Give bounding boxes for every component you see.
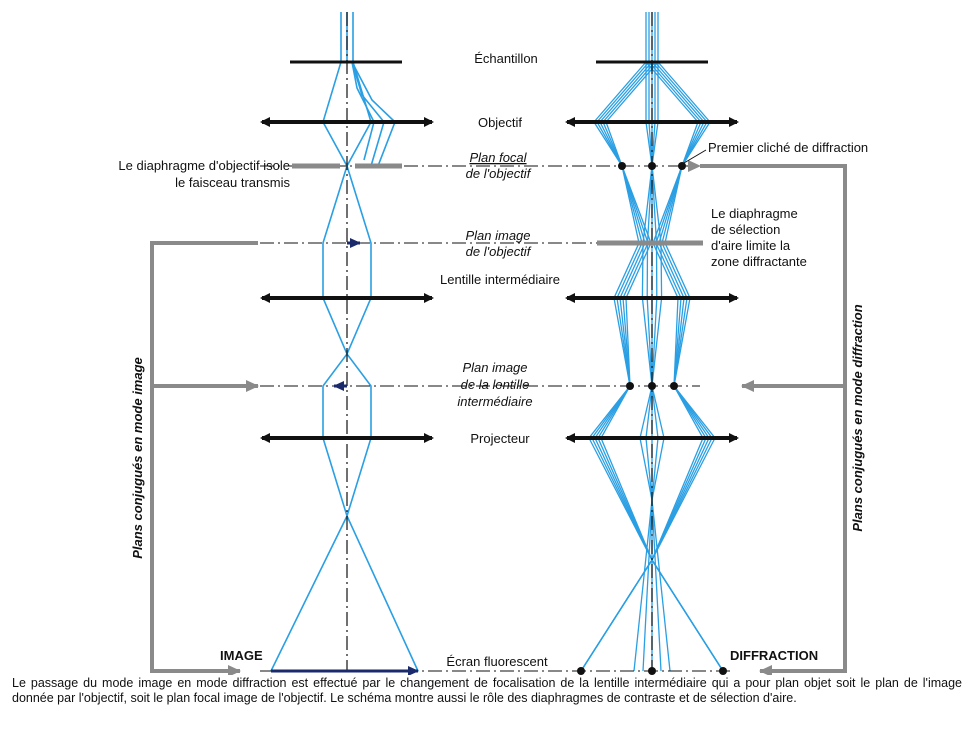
label-plans-mode-image: Plans conjugués en mode image (130, 357, 145, 559)
ray-right-c-1 (642, 12, 653, 672)
label-diaphragme-selection-3: d'aire limite la (711, 238, 791, 253)
label-plan-image-obj-2: de l'objectif (466, 244, 532, 259)
label-plan-image-lent-2: de la lentille (461, 377, 530, 392)
tem-diagram: Échantillon Objectif Plan focal de l'obj… (118, 12, 868, 675)
label-diaphragme-objectif-1: Le diaphragme d'objectif isole (118, 158, 290, 173)
label-plan-image-obj-1: Plan image (465, 228, 530, 243)
ray-right-r-0 (580, 61, 704, 672)
label-plans-mode-diffraction: Plans conjugués en mode diffraction (850, 304, 865, 531)
label-plan-image-lent-1: Plan image (462, 360, 527, 375)
ray-left-b (322, 12, 419, 672)
diffraction-mode-bracket (688, 160, 847, 675)
label-diaphragme-selection-2: de sélection (711, 222, 780, 237)
rays-image-mode (270, 12, 419, 672)
label-diaphragme-objectif-2: le faisceau transmis (175, 175, 290, 190)
figure-caption: Le passage du mode image en mode diffrac… (12, 676, 962, 705)
ray-right-r-3 (580, 61, 713, 672)
label-diaphragme-selection-1: Le diaphragme (711, 206, 798, 221)
image-mode-bracket (150, 241, 259, 675)
premier-cliche-pointer (683, 149, 707, 164)
apertures (292, 163, 703, 246)
ray-right-l-4 (600, 61, 724, 672)
label-plan-focal-1: Plan focal (469, 150, 527, 165)
label-echantillon: Échantillon (474, 51, 538, 66)
optical-axes (346, 12, 653, 672)
ray-right-c-0 (633, 12, 653, 672)
ray-right-c-3 (651, 12, 662, 672)
label-diaphragme-selection-4: zone diffractante (711, 254, 807, 269)
label-ecran: Écran fluorescent (446, 654, 548, 669)
label-projecteur: Projecteur (470, 431, 530, 446)
label-premier-cliche: Premier cliché de diffraction (708, 140, 868, 155)
ray-left-diff-1 (351, 61, 396, 167)
label-plan-image-lent-3: intermédiaire (457, 394, 532, 409)
image-arrows (271, 238, 419, 675)
ray-left-diff-2 (351, 61, 385, 167)
label-objectif: Objectif (478, 115, 522, 130)
ray-left-diff-3 (351, 61, 375, 161)
label-lentille-intermediaire: Lentille intermédiaire (440, 272, 560, 287)
label-image-mode: IMAGE (220, 648, 263, 663)
ray-right-c-4 (651, 12, 671, 672)
label-plan-focal-2: de l'objectif (466, 166, 532, 181)
ray-right-l-1 (591, 61, 724, 672)
label-diffraction-mode: DIFFRACTION (730, 648, 818, 663)
ray-left-a (270, 12, 372, 672)
